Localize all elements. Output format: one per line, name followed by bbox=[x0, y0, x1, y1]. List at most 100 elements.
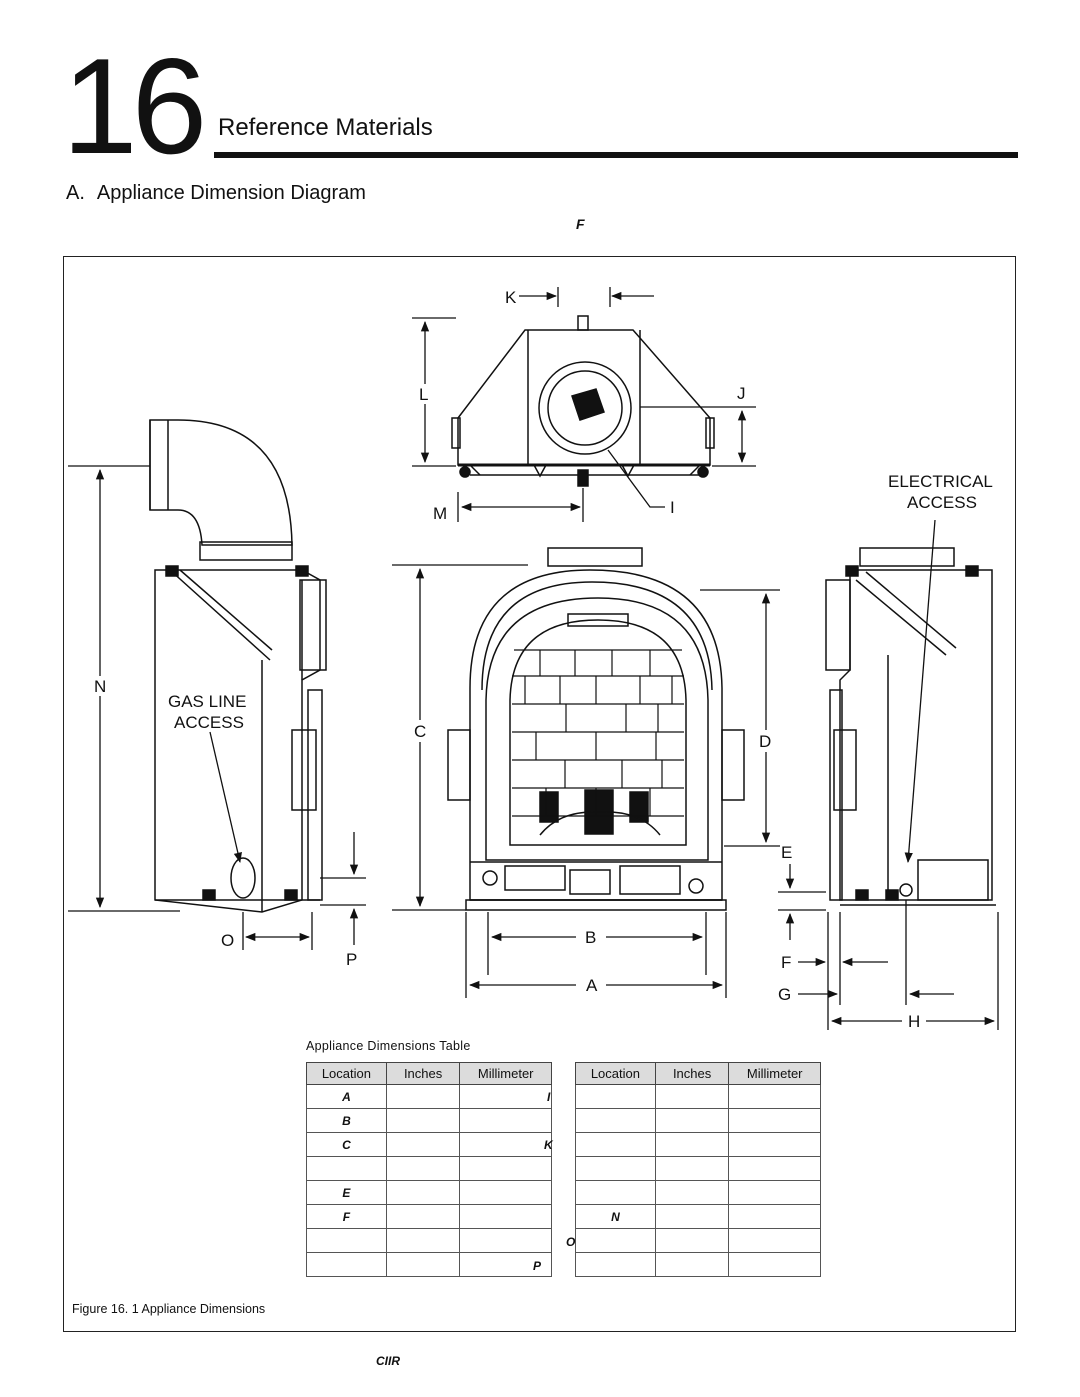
header-location: Location bbox=[306, 1062, 387, 1085]
table-row: C bbox=[306, 1132, 552, 1157]
footer-mark: CIIR bbox=[376, 1354, 400, 1368]
electrical-access-box bbox=[917, 859, 989, 901]
millimeter-cell bbox=[459, 1180, 552, 1205]
label-g: G bbox=[778, 985, 791, 1004]
header-inches: Inches bbox=[654, 1062, 730, 1085]
location-cell bbox=[306, 1228, 387, 1253]
millimeter-cell bbox=[728, 1156, 821, 1181]
label-k: K bbox=[505, 288, 517, 307]
chapter-number: 16 bbox=[62, 30, 207, 182]
label-o: O bbox=[221, 931, 234, 950]
location-cell: F bbox=[306, 1204, 387, 1229]
location-cell bbox=[575, 1108, 656, 1133]
table-row bbox=[575, 1252, 821, 1277]
millimeter-cell bbox=[728, 1108, 821, 1133]
millimeter-cell bbox=[728, 1204, 821, 1229]
front-view-dimensions bbox=[392, 564, 780, 998]
inches-cell bbox=[385, 1132, 461, 1157]
inches-cell bbox=[385, 1228, 461, 1253]
firebox-opening bbox=[509, 619, 687, 846]
table-row: A bbox=[306, 1084, 552, 1109]
inches-cell bbox=[385, 1180, 461, 1205]
location-cell bbox=[575, 1132, 656, 1157]
top-view bbox=[451, 315, 715, 487]
millimeter-cell bbox=[459, 1084, 552, 1109]
table-row bbox=[575, 1156, 821, 1181]
gas-line-access-label-line2: ACCESS bbox=[174, 713, 244, 732]
flue-collar-inner bbox=[547, 370, 623, 446]
label-n: N bbox=[94, 677, 106, 696]
inches-cell bbox=[654, 1108, 730, 1133]
location-cell bbox=[575, 1180, 656, 1205]
section-letter: A. bbox=[66, 182, 85, 204]
right-side-view bbox=[825, 547, 996, 906]
label-i: I bbox=[670, 498, 675, 517]
label-c: C bbox=[414, 722, 426, 741]
table-header-row: Location Inches Millimeter bbox=[575, 1062, 821, 1085]
location-cell: E bbox=[306, 1180, 387, 1205]
table-row bbox=[306, 1252, 552, 1277]
millimeter-cell bbox=[728, 1084, 821, 1109]
chapter-rule bbox=[214, 152, 1018, 158]
flue-collar-outer bbox=[538, 361, 632, 455]
header-millimeter: Millimeter bbox=[728, 1062, 821, 1085]
table-header-row: Location Inches Millimeter bbox=[306, 1062, 552, 1085]
stray-label-k: K bbox=[544, 1138, 553, 1152]
inches-cell bbox=[385, 1084, 461, 1109]
figure-caption: Figure 16. 1 Appliance Dimensions bbox=[72, 1302, 266, 1316]
location-cell bbox=[575, 1252, 656, 1277]
location-cell bbox=[306, 1252, 387, 1277]
label-p: P bbox=[346, 950, 357, 969]
figure-frame bbox=[63, 256, 1016, 1332]
label-f: F bbox=[781, 953, 791, 972]
label-b: B bbox=[585, 928, 596, 947]
left-side-view bbox=[149, 419, 327, 913]
table-body-right: N bbox=[575, 1084, 821, 1277]
right-side-dimensions bbox=[778, 519, 999, 1030]
inches-cell bbox=[654, 1204, 730, 1229]
location-cell bbox=[306, 1156, 387, 1181]
location-cell: C bbox=[306, 1132, 387, 1157]
electrical-access-label-line2: ACCESS bbox=[907, 493, 977, 512]
inches-cell bbox=[385, 1252, 461, 1277]
millimeter-cell bbox=[728, 1228, 821, 1253]
header-millimeter: Millimeter bbox=[459, 1062, 552, 1085]
gas-line-access-hole bbox=[230, 857, 256, 899]
gas-line-access-label-line1: GAS LINE bbox=[168, 692, 246, 711]
electrical-access-port bbox=[899, 883, 913, 897]
header-inches: Inches bbox=[385, 1062, 461, 1085]
dimensions-table-right: Location Inches Millimeter N bbox=[575, 1062, 821, 1277]
label-j: J bbox=[737, 384, 746, 403]
table-row bbox=[306, 1156, 552, 1181]
location-cell: A bbox=[306, 1084, 387, 1109]
inches-cell bbox=[654, 1084, 730, 1109]
millimeter-cell bbox=[459, 1252, 552, 1277]
table-row bbox=[306, 1228, 552, 1253]
section-heading: Appliance Dimension Diagram bbox=[96, 182, 366, 204]
chapter-title: Reference Materials bbox=[218, 114, 433, 141]
inches-cell bbox=[654, 1252, 730, 1277]
stray-label-o: O bbox=[566, 1235, 576, 1249]
stray-label-p: P bbox=[533, 1259, 542, 1273]
table-row bbox=[575, 1228, 821, 1253]
millimeter-cell bbox=[459, 1204, 552, 1229]
inches-cell bbox=[654, 1228, 730, 1253]
stray-label-i: I bbox=[547, 1090, 551, 1104]
glass-frame bbox=[485, 597, 709, 861]
table-row bbox=[575, 1132, 821, 1157]
section-title: A. Appliance Dimension Diagram bbox=[66, 182, 366, 205]
label-h: H bbox=[908, 1012, 920, 1031]
label-l: L bbox=[419, 385, 428, 404]
millimeter-cell bbox=[459, 1156, 552, 1181]
electrical-access-label-line1: ELECTRICAL bbox=[888, 472, 993, 491]
vent-elbow bbox=[149, 419, 293, 546]
millimeter-cell bbox=[728, 1252, 821, 1277]
left-side-dimensions bbox=[68, 465, 366, 950]
table-row: E bbox=[306, 1180, 552, 1205]
millimeter-cell bbox=[459, 1228, 552, 1253]
inches-cell bbox=[654, 1156, 730, 1181]
table-row: F bbox=[306, 1204, 552, 1229]
